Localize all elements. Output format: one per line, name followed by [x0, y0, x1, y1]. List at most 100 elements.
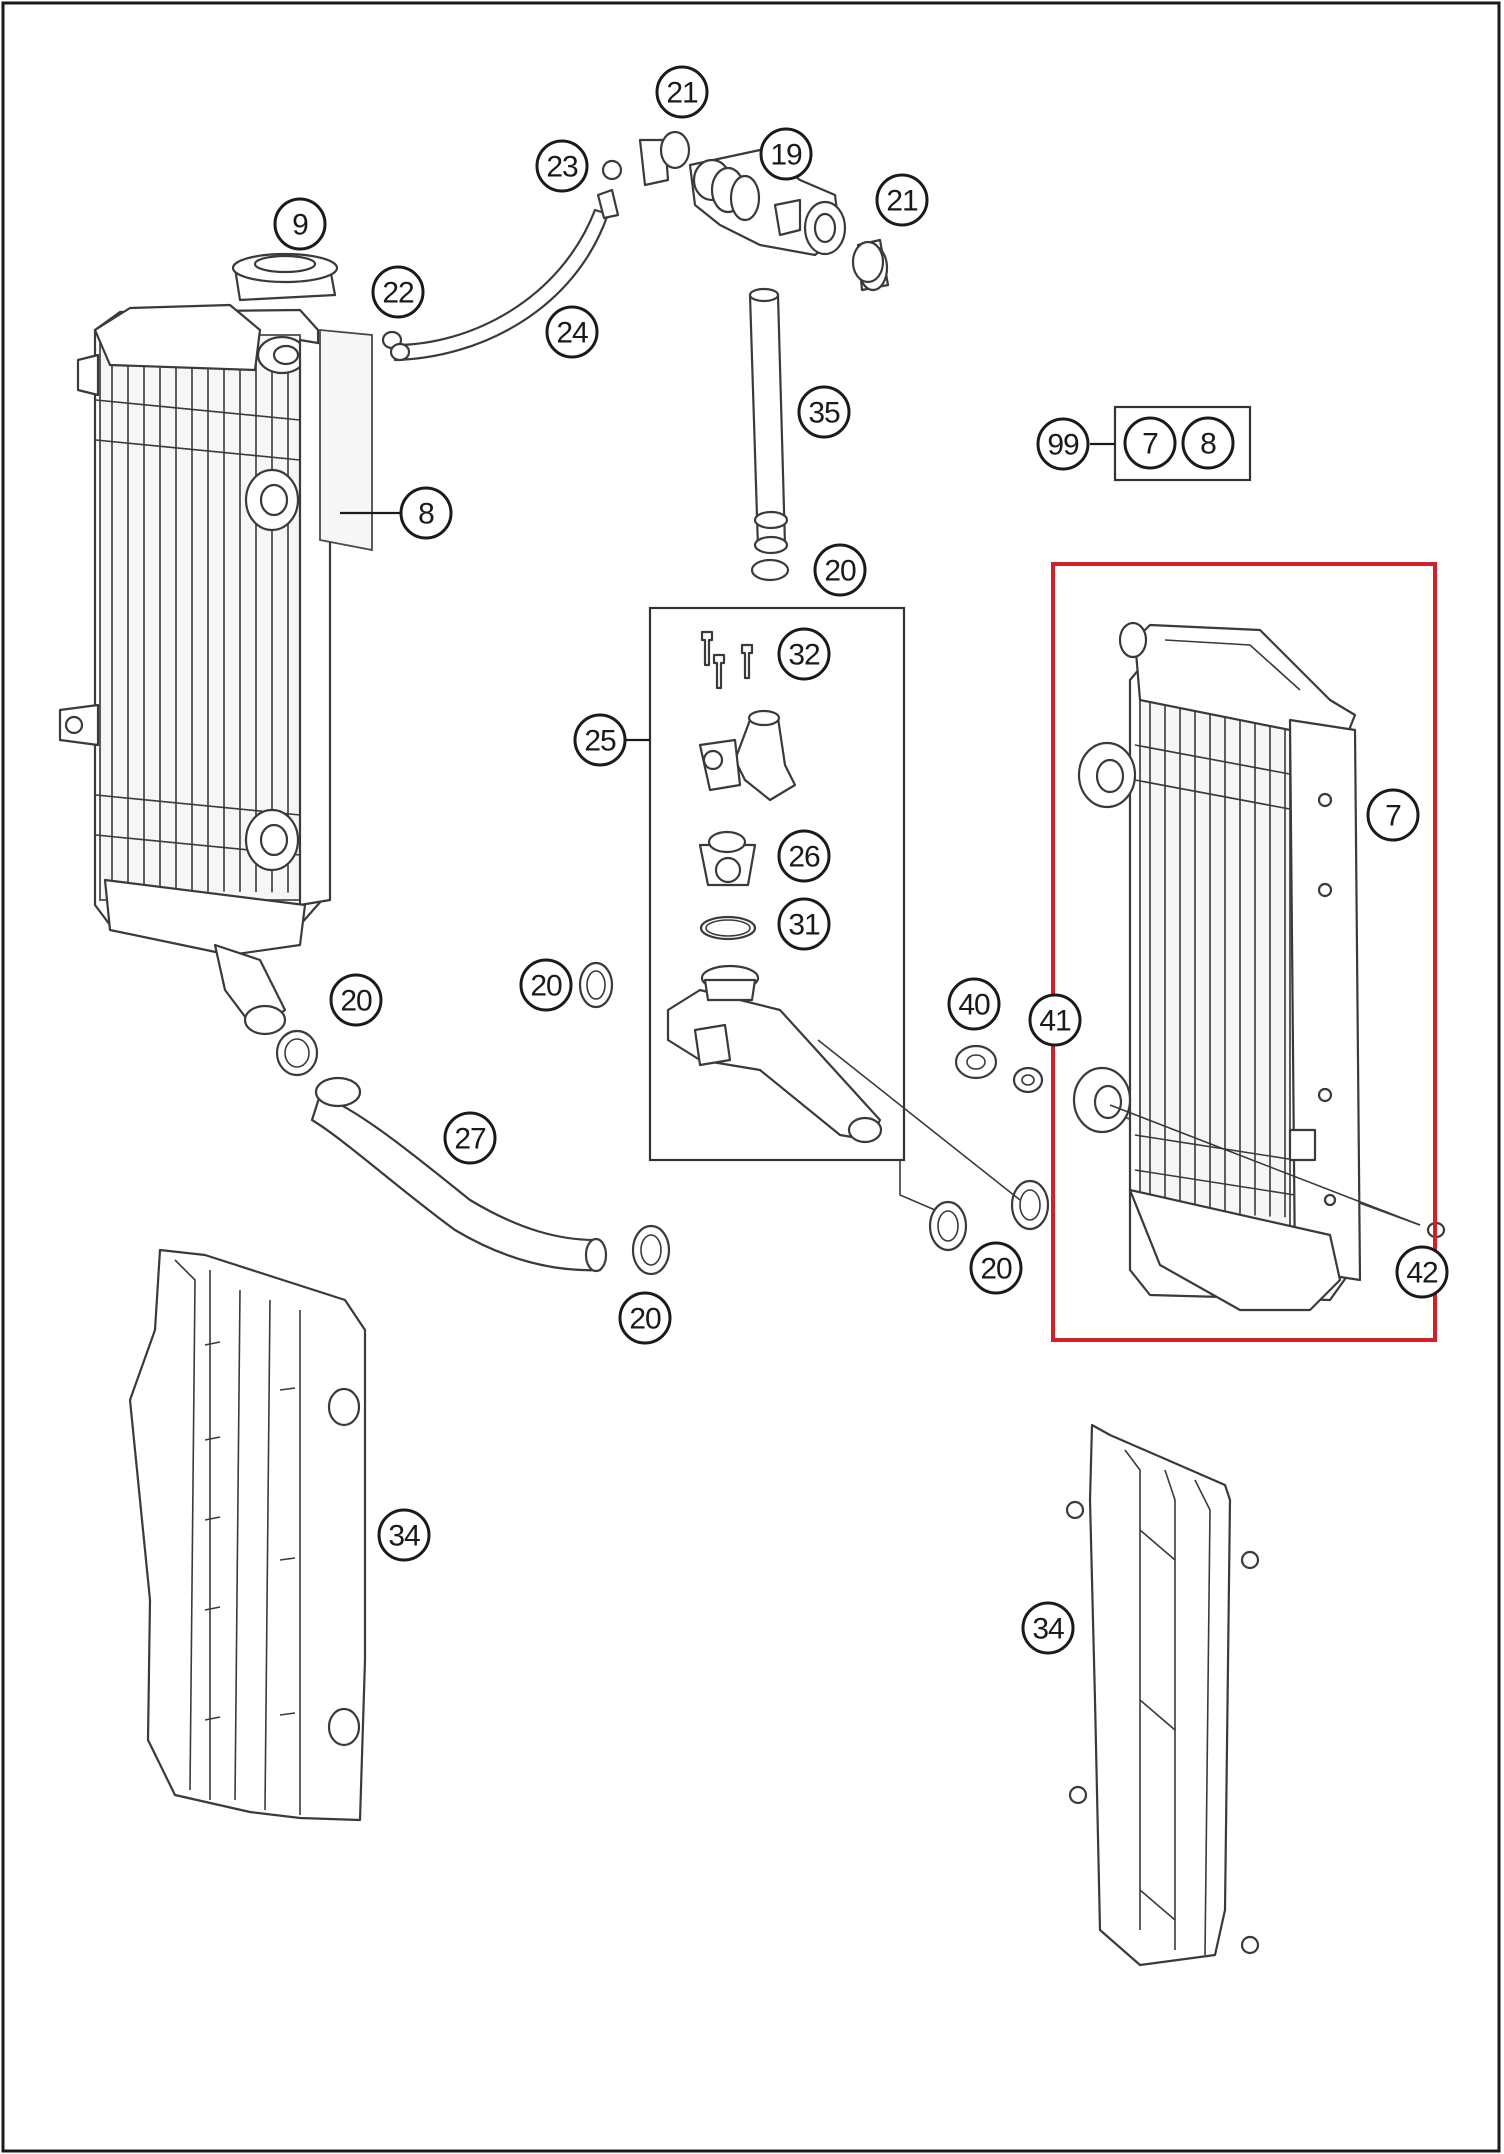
callout-circle	[655, 65, 709, 119]
callout-circle	[875, 173, 929, 227]
callout-c99: 99	[1036, 417, 1090, 471]
callout-circle	[443, 1111, 497, 1165]
callout-circle	[377, 1508, 431, 1562]
callout-circle	[545, 305, 599, 359]
callout-number: 31	[788, 909, 820, 942]
callout-number: 26	[788, 841, 820, 874]
callout-c9: 9	[273, 197, 327, 251]
callout-circle	[1021, 1601, 1075, 1655]
callout-number: 8	[1200, 428, 1216, 461]
callout-number: 34	[388, 1520, 420, 1553]
callout-c20d: 20	[618, 1291, 672, 1345]
callout-number: 42	[1406, 1257, 1438, 1290]
callout-number: 7	[1385, 800, 1401, 833]
callout-c20b: 20	[519, 958, 573, 1012]
callout-circle	[777, 829, 831, 883]
callout-number: 20	[980, 1253, 1012, 1286]
callout-number: 23	[546, 151, 578, 184]
upper-hose-fitting	[638, 138, 890, 292]
callout-number: 32	[788, 639, 820, 672]
callout-c31: 31	[777, 897, 831, 951]
callout-circle	[573, 713, 627, 767]
callout-number: 25	[584, 725, 616, 758]
lower-hose	[310, 1076, 608, 1273]
callout-circle	[797, 385, 851, 439]
callout-number: 20	[629, 1303, 661, 1336]
kit-25-box	[648, 606, 906, 1162]
left-radiator-guard	[128, 1248, 367, 1822]
callout-circle	[1181, 416, 1235, 470]
callout-number: 20	[824, 555, 856, 588]
callout-number: 8	[418, 498, 434, 531]
callout-number: 20	[340, 985, 372, 1018]
callout-c35: 35	[797, 385, 851, 439]
callout-circle	[1123, 416, 1177, 470]
callout-c41: 41	[1028, 993, 1082, 1047]
callout-circle	[371, 265, 425, 319]
callout-layer: 21 23 19 21 9 22 24 35 99 8 20 32 25 7 26 31 20 20 40 41 27 2…	[273, 65, 1449, 1655]
overflow-hose	[381, 159, 623, 362]
right-radiator	[1072, 621, 1446, 1312]
callout-c21a: 21	[655, 65, 709, 119]
callout-c42: 42	[1395, 1245, 1449, 1299]
callout-c20c: 20	[329, 973, 383, 1027]
callout-c7: 7	[1366, 788, 1420, 842]
callout-circle	[1366, 788, 1420, 842]
left-radiator	[58, 303, 373, 1036]
callout-circle	[329, 973, 383, 1027]
callout-c32: 32	[777, 627, 831, 681]
callout-circle	[535, 139, 589, 193]
highlight-frame	[1051, 562, 1437, 1342]
callout-circle	[813, 543, 867, 597]
callout-c22: 22	[371, 265, 425, 319]
callout-number: 9	[292, 209, 308, 242]
callout-number: 24	[556, 317, 588, 350]
hose-clamps	[275, 130, 1050, 1276]
callout-c25: 25	[573, 713, 627, 767]
radiator-cap	[231, 252, 339, 302]
callout-number: 19	[770, 139, 802, 172]
callout-number: 40	[958, 989, 990, 1022]
callout-c21b: 21	[875, 173, 929, 227]
right-radiator-guard	[1065, 1423, 1260, 1967]
callout-number: 21	[666, 77, 698, 110]
callout-number: 7	[1142, 428, 1158, 461]
callout-c34a: 34	[377, 1508, 431, 1562]
callout-circle	[1028, 993, 1082, 1047]
callout-number: 34	[1032, 1613, 1064, 1646]
callout-c24: 24	[545, 305, 599, 359]
callout-c34b: 34	[1021, 1601, 1075, 1655]
callout-number: 99	[1047, 429, 1079, 462]
coolant-pipe	[748, 287, 790, 582]
callout-c8: 8	[399, 486, 453, 540]
callout-number: 22	[382, 277, 414, 310]
callout-circle	[777, 627, 831, 681]
callout-c20a: 20	[813, 543, 867, 597]
callout-circle	[618, 1291, 672, 1345]
callout-circle	[519, 958, 573, 1012]
callout-c27: 27	[443, 1111, 497, 1165]
kit-callout-k7: 7	[1123, 416, 1177, 470]
callout-circle	[947, 977, 1001, 1031]
callout-c40: 40	[947, 977, 1001, 1031]
callout-circle	[969, 1241, 1023, 1295]
callout-c26: 26	[777, 829, 831, 883]
callout-number: 21	[886, 185, 918, 218]
callout-c19: 19	[759, 127, 813, 181]
callout-circle	[1395, 1245, 1449, 1299]
callout-leaders	[340, 511, 650, 742]
callout-number: 41	[1039, 1005, 1071, 1038]
callout-c20e: 20	[969, 1241, 1023, 1295]
callout-circle	[399, 486, 453, 540]
callout-circle	[759, 127, 813, 181]
callout-number: 27	[454, 1123, 486, 1156]
callout-number: 35	[808, 397, 840, 430]
callout-c23: 23	[535, 139, 589, 193]
callout-circle	[1036, 417, 1090, 471]
kit-callout-k8: 8	[1181, 416, 1235, 470]
callout-number: 20	[530, 970, 562, 1003]
callout-circle	[777, 897, 831, 951]
grommet-and-washer	[954, 1044, 1044, 1094]
